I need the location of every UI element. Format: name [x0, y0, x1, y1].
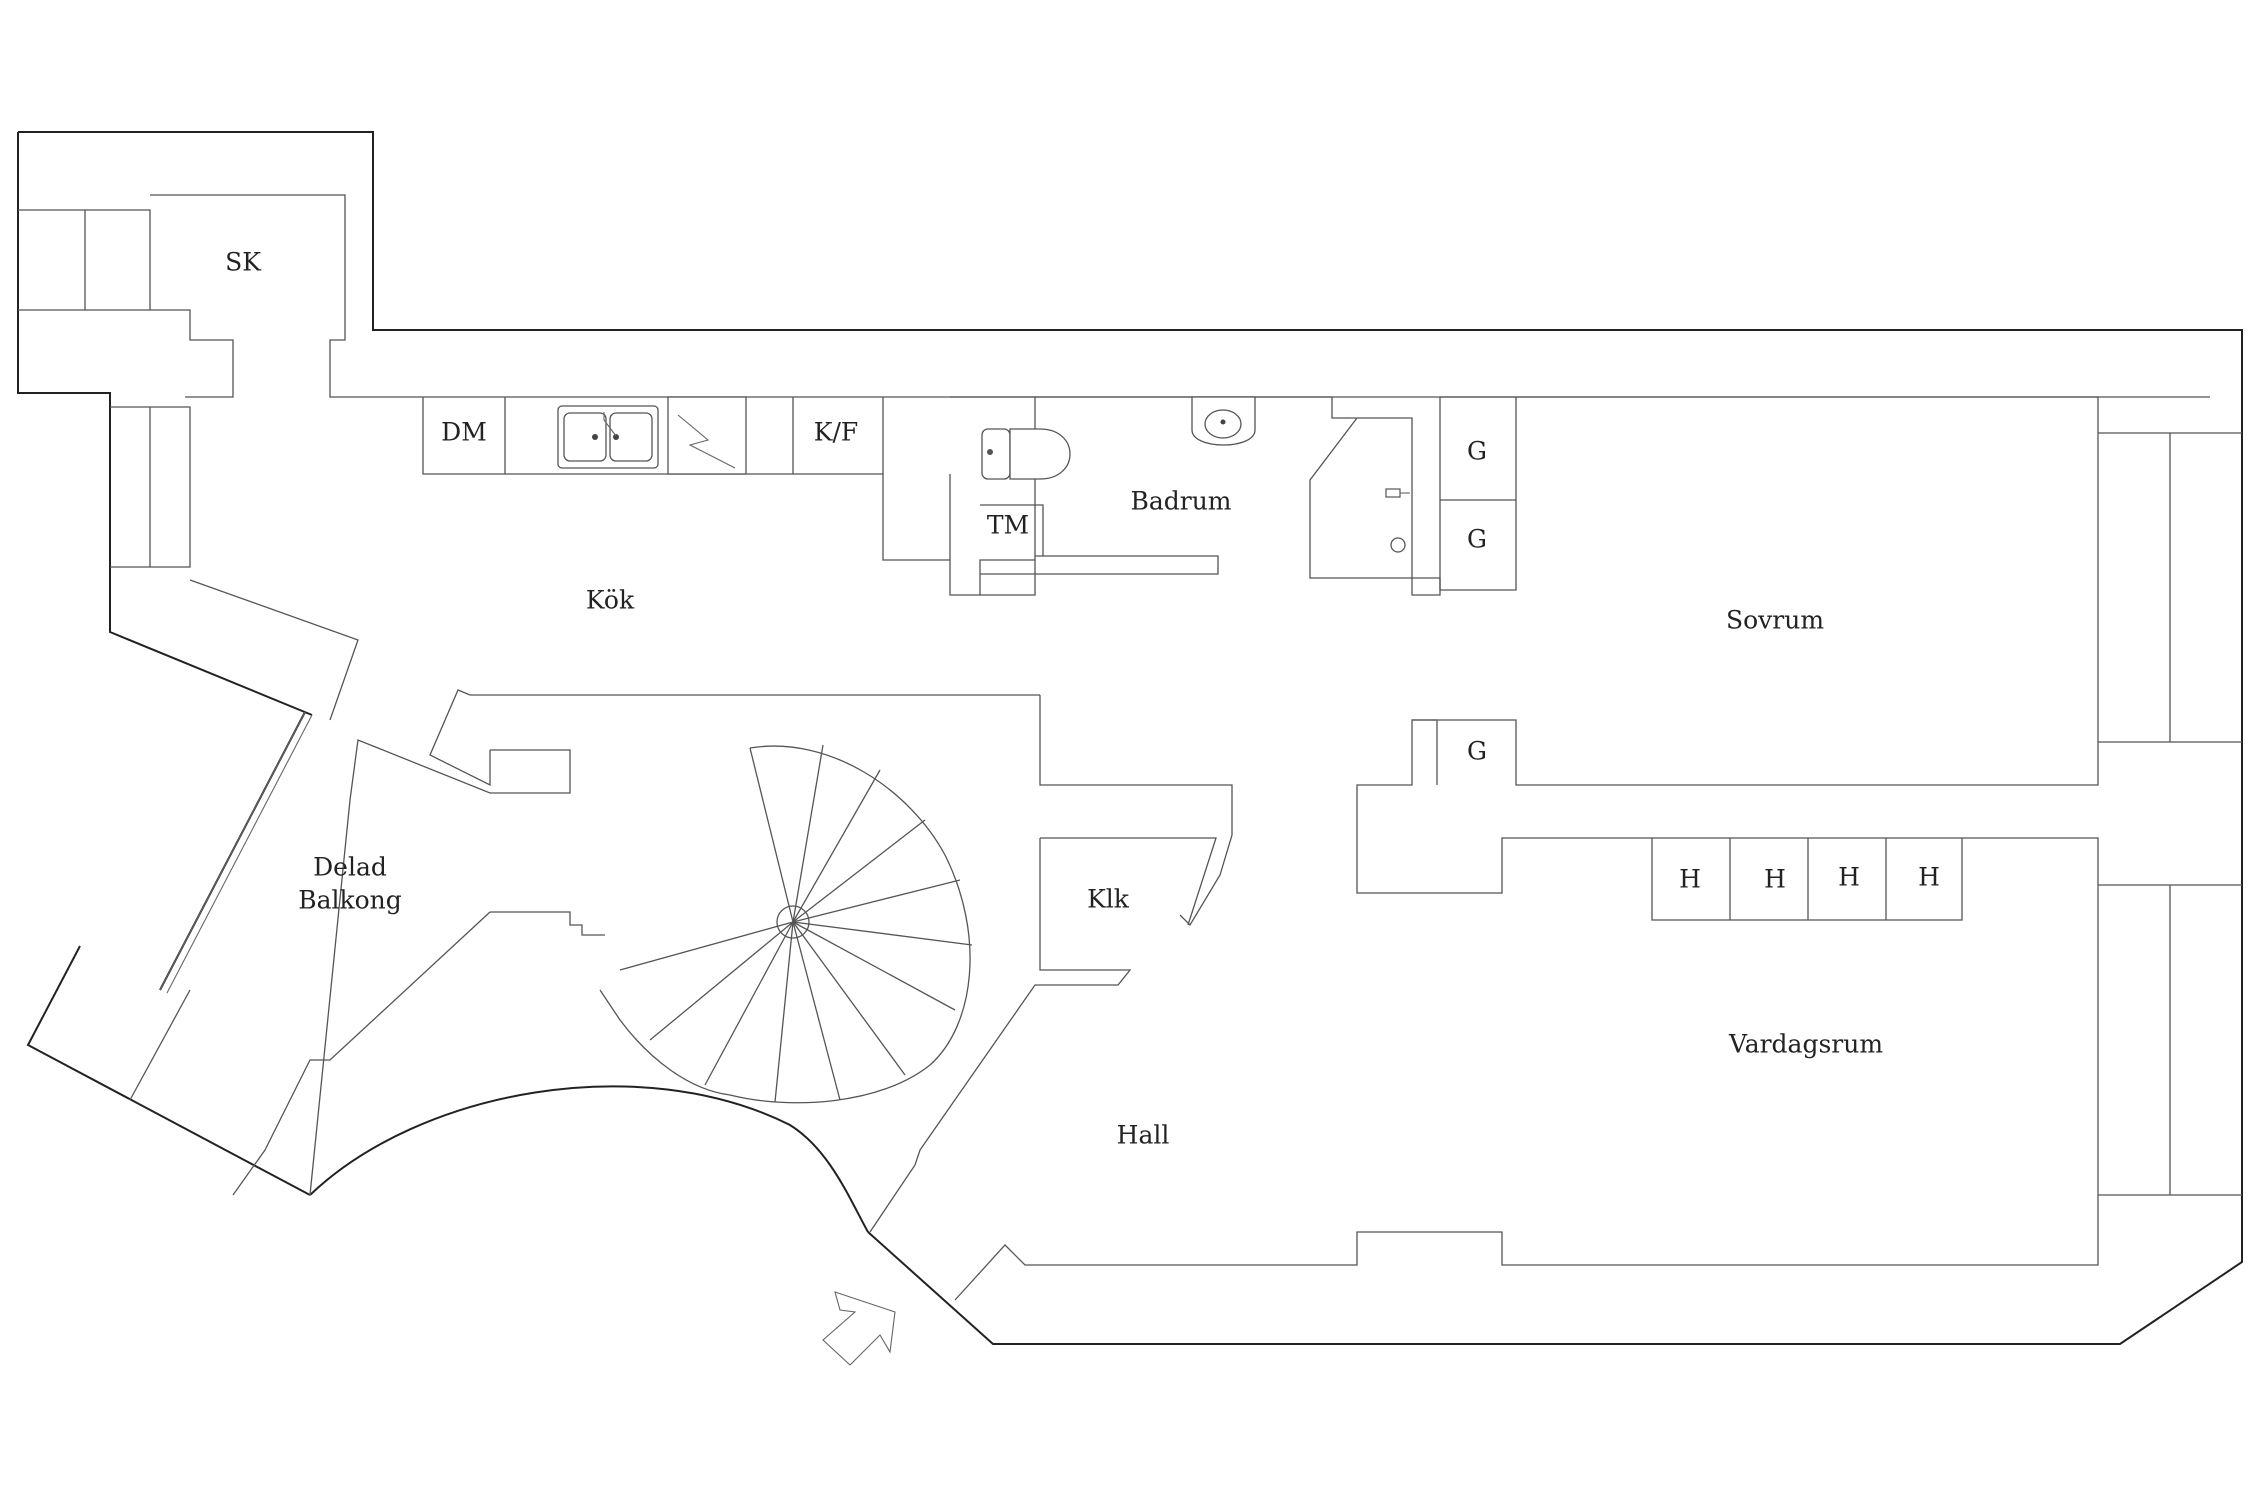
room-label-sovrum: Sovrum — [1726, 606, 1824, 635]
wardrobe-label-3: G — [1467, 737, 1487, 766]
room-label-vardagsrum: Vardagsrum — [1728, 1030, 1883, 1059]
room-label-kok: Kök — [586, 586, 635, 615]
shelf-label-1: H — [1679, 865, 1701, 894]
fixture-label-dm: DM — [441, 418, 487, 447]
shelf-label-4: H — [1918, 863, 1940, 892]
spiral-staircase-icon — [599, 744, 973, 1104]
stove-icon — [667, 396, 747, 475]
wardrobe-label-1: G — [1467, 437, 1487, 466]
room-label-sk: SK — [225, 248, 262, 277]
balcony-railing — [159, 711, 313, 994]
entrance-arrow-icon — [822, 1291, 896, 1366]
sink-icon — [557, 405, 659, 469]
shower-icon — [1385, 488, 1410, 553]
interior-walls — [18, 194, 2242, 1301]
shelf-label-2: H — [1764, 865, 1786, 894]
wardrobe-label-2: G — [1467, 525, 1487, 554]
room-label-badrum: Badrum — [1130, 487, 1231, 516]
room-label-delad: Delad — [313, 853, 387, 882]
fixture-label-tm: TM — [987, 511, 1029, 540]
room-label-balkong: Balkong — [298, 886, 402, 915]
outer-walls — [17, 131, 2243, 1345]
toilet-icon — [981, 428, 1071, 480]
shelf-label-3: H — [1838, 863, 1860, 892]
fixture-label-kf: K/F — [814, 418, 858, 447]
room-label-klk: Klk — [1087, 885, 1130, 914]
washbasin-icon — [1191, 396, 1256, 446]
room-label-hall: Hall — [1117, 1121, 1170, 1150]
